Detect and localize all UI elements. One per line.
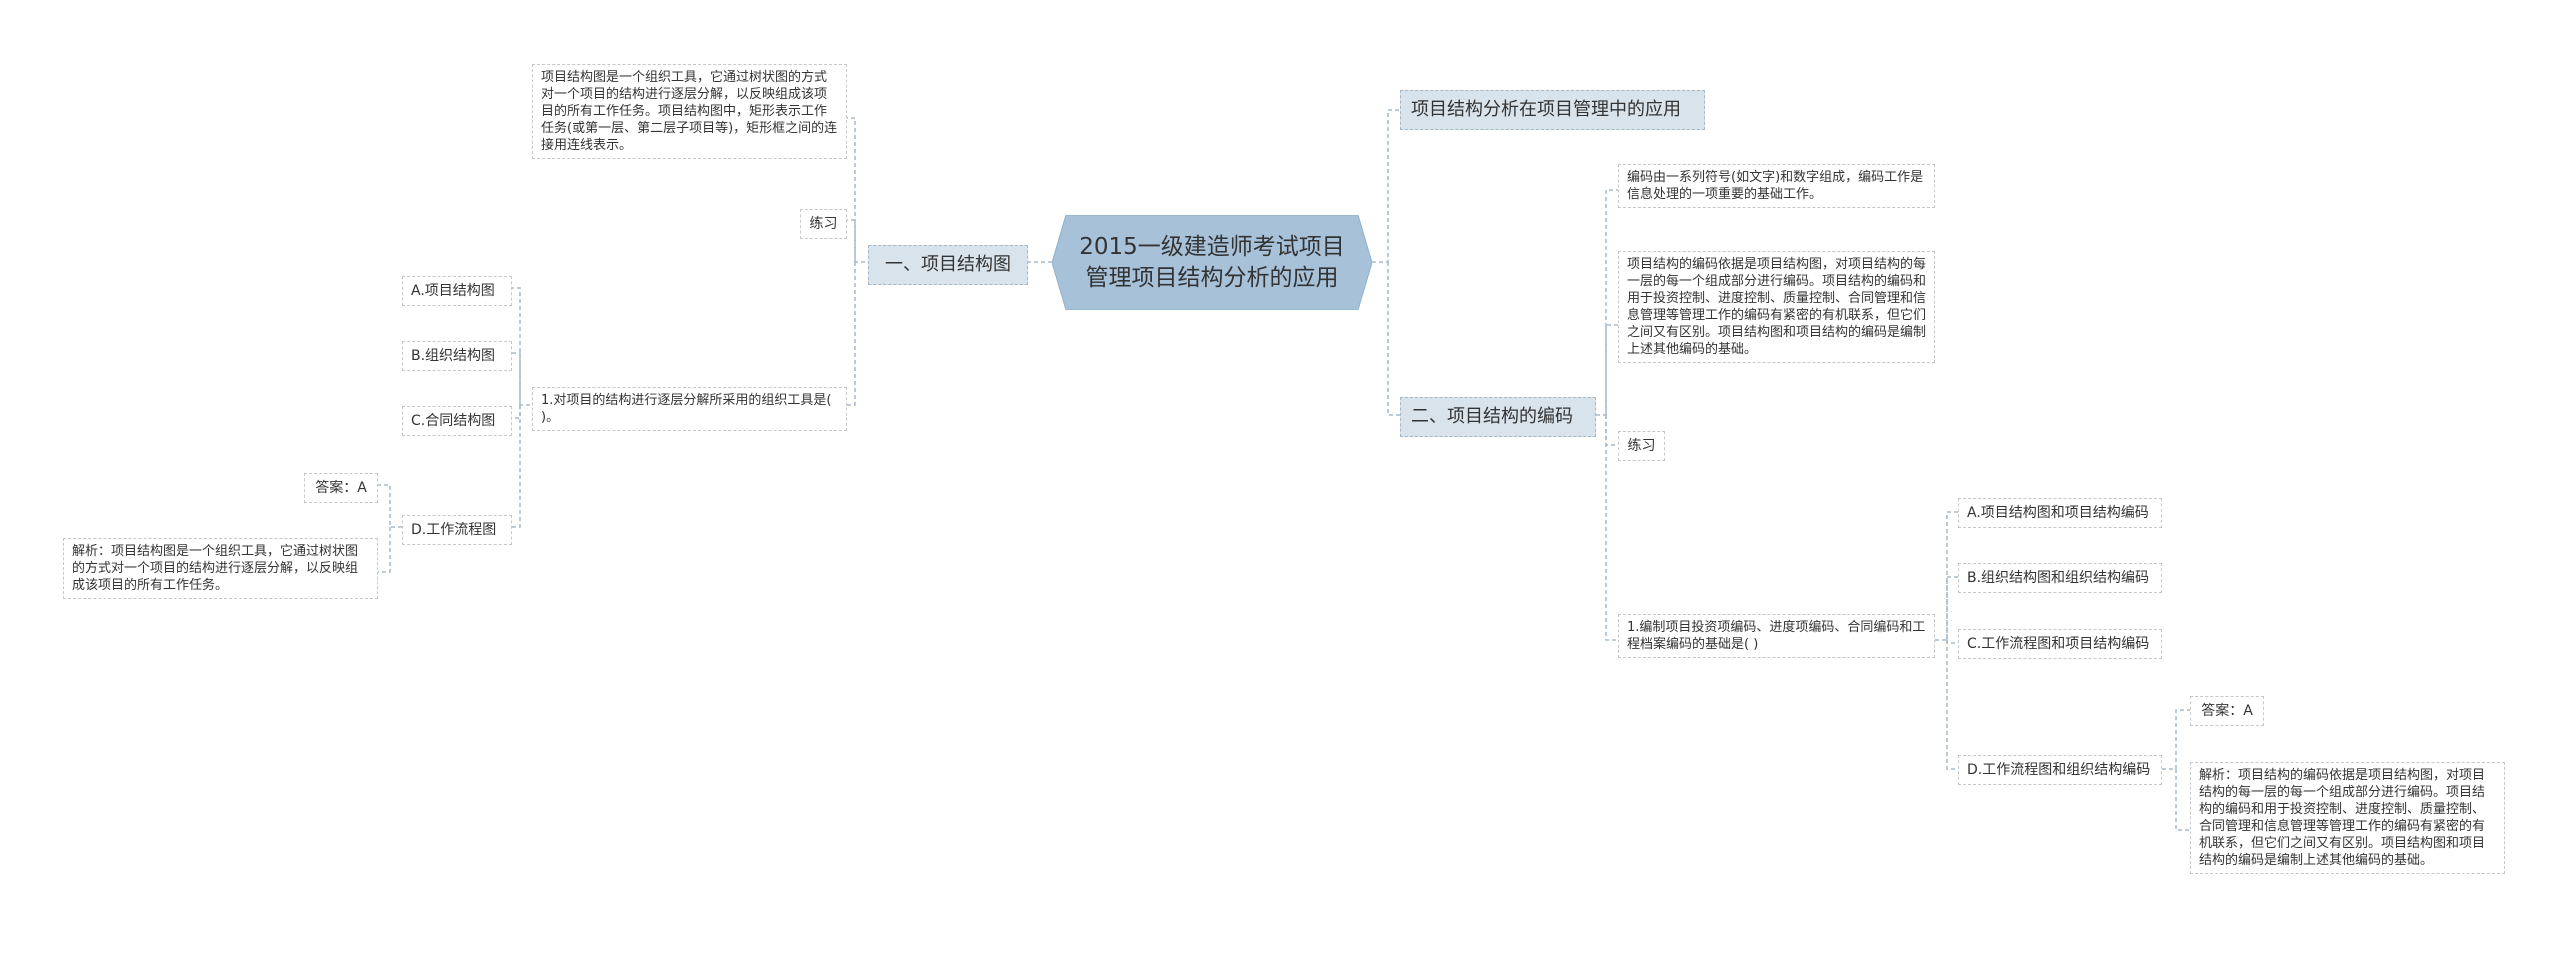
root-topic[interactable]: 2015一级建造师考试项目 管理项目结构分析的应用	[1052, 215, 1372, 310]
right-question[interactable]: 1.编制项目投资项编码、进度项编码、合同编码和工程档案编码的基础是( )	[1618, 614, 1935, 658]
right-analysis[interactable]: 解析：项目结构的编码依据是项目结构图，对项目结构的每一层的每一个组成部分进行编码…	[2190, 762, 2505, 874]
left-practice-label[interactable]: 练习	[800, 209, 847, 239]
left-option-b[interactable]: B.组织结构图	[402, 341, 512, 371]
left-question[interactable]: 1.对项目的结构进行逐层分解所采用的组织工具是( )。	[532, 387, 847, 431]
branch-application[interactable]: 项目结构分析在项目管理中的应用	[1400, 90, 1705, 130]
root-shape	[1052, 215, 1372, 310]
left-option-d[interactable]: D.工作流程图	[402, 515, 512, 545]
right-answer[interactable]: 答案：A	[2190, 696, 2264, 726]
right-coding-intro[interactable]: 编码由一系列符号(如文字)和数字组成，编码工作是信息处理的一项重要的基础工作。	[1618, 164, 1935, 208]
left-option-a[interactable]: A.项目结构图	[402, 276, 512, 306]
right-option-a[interactable]: A.项目结构图和项目结构编码	[1958, 498, 2162, 528]
right-option-d[interactable]: D.工作流程图和组织结构编码	[1958, 755, 2162, 785]
right-coding-desc[interactable]: 项目结构的编码依据是项目结构图，对项目结构的每一层的每一个组成部分进行编码。项目…	[1618, 251, 1935, 363]
right-practice-label[interactable]: 练习	[1618, 431, 1665, 461]
left-answer[interactable]: 答案：A	[304, 473, 378, 503]
right-option-c[interactable]: C.工作流程图和项目结构编码	[1958, 629, 2162, 659]
right-option-b[interactable]: B.组织结构图和组织结构编码	[1958, 563, 2162, 593]
left-description[interactable]: 项目结构图是一个组织工具，它通过树状图的方式对一个项目的结构进行逐层分解，以反映…	[532, 64, 847, 159]
root-title: 2015一级建造师考试项目 管理项目结构分析的应用	[1079, 233, 1345, 291]
branch-project-coding[interactable]: 二、项目结构的编码	[1400, 397, 1596, 437]
left-analysis[interactable]: 解析：项目结构图是一个组织工具，它通过树状图的方式对一个项目的结构进行逐层分解，…	[63, 538, 378, 599]
branch-project-structure-chart[interactable]: 一、项目结构图	[868, 245, 1028, 285]
left-option-c[interactable]: C.合同结构图	[402, 406, 512, 436]
